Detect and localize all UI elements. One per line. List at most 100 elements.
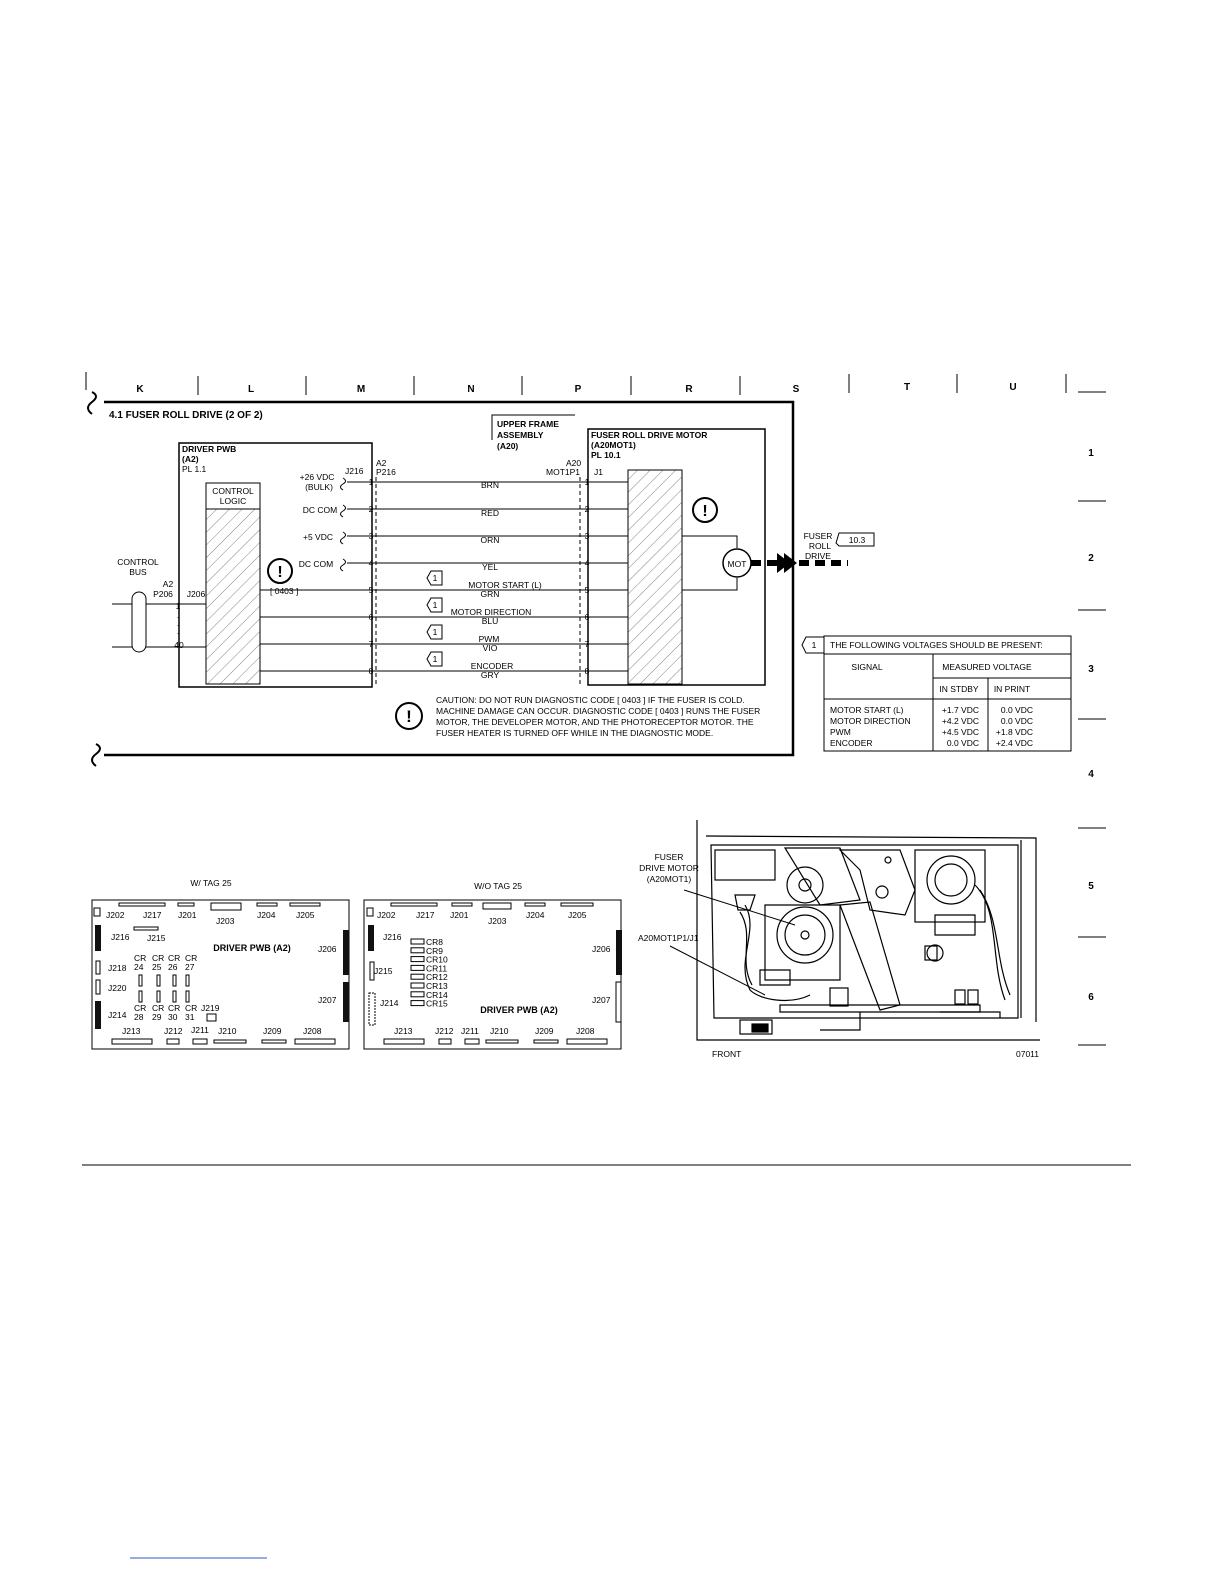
svg-text:+2.4 VDC: +2.4 VDC [996,738,1033,748]
pin-left-3: 3 [369,531,374,541]
caution-note: ! CAUTION: DO NOT RUN DIAGNOSTIC CODE [ … [395,695,760,738]
svg-text:J206: J206 [318,944,337,954]
svg-text:CR: CR [185,1003,197,1013]
svg-text:FUSER: FUSER [804,531,833,541]
svg-text:MOTOR, THE DEVELOPER MOTOR, AN: MOTOR, THE DEVELOPER MOTOR, AND THE PHOT… [436,717,754,727]
svg-text:DRIVER PWB: DRIVER PWB [182,444,236,454]
svg-text:0.0 VDC: 0.0 VDC [1001,716,1033,726]
pin-left-2: 2 [369,504,374,514]
svg-text:0.0 VDC: 0.0 VDC [947,738,979,748]
svg-text:26: 26 [168,962,178,972]
svg-text:MEASURED VOLTAGE: MEASURED VOLTAGE [942,662,1032,672]
svg-text:DRIVE MOTOR: DRIVE MOTOR [639,863,699,873]
grid-col-r: R [685,384,693,395]
svg-text:J204: J204 [257,910,276,920]
svg-text:MOTOR START (L): MOTOR START (L) [468,580,542,590]
svg-text:J214: J214 [380,998,399,1008]
grid-row-3: 3 [1088,664,1094,675]
pin-left-1: 1 [369,477,374,487]
svg-text:(BULK): (BULK) [305,482,333,492]
svg-text:J206: J206 [187,589,206,599]
svg-text:MOT1P1: MOT1P1 [546,467,580,477]
svg-text:29: 29 [152,1012,162,1022]
svg-text:A20MOT1P1/J1: A20MOT1P1/J1 [638,933,699,943]
svg-text:PL 10.1: PL 10.1 [591,450,621,460]
svg-text:CR: CR [168,953,180,963]
grid-row-6: 6 [1088,992,1094,1003]
machine-illustration [696,820,1040,1041]
svg-text:J209: J209 [263,1026,282,1036]
svg-text:A2: A2 [163,579,174,589]
svg-text:THE FOLLOWING VOLTAGES SHOULD: THE FOLLOWING VOLTAGES SHOULD BE PRESENT… [830,640,1043,650]
grid-col-s: S [793,384,800,395]
svg-text:DRIVE: DRIVE [805,551,831,561]
grid-col-k: K [136,384,144,395]
page-title: 4.1 FUSER ROLL DRIVE (2 OF 2) [109,410,263,421]
front-label: FRONT [712,1049,741,1059]
svg-text:·: · [177,620,180,630]
svg-text:FUSER ROLL DRIVE MOTOR: FUSER ROLL DRIVE MOTOR [591,430,707,440]
cr-label: CR13 [426,981,448,991]
grid-col-n: N [467,384,474,395]
break-symbol-top [87,391,97,415]
grid-row-labels: 1 2 3 4 5 6 [1088,448,1094,1003]
figure-id: 07011 [1016,1049,1039,1059]
cr-label: CR9 [426,946,443,956]
svg-text:PWM: PWM [479,634,500,644]
pin-right-5: 5 [585,585,590,595]
cr-label: CR12 [426,972,448,982]
cr-component [410,938,425,945]
svg-text:J216: J216 [383,932,402,942]
svg-text:1: 1 [433,600,438,610]
pin-right-6: 6 [585,612,590,622]
svg-text:!: ! [406,707,412,726]
upper-frame-label: UPPER FRAME ASSEMBLY (A20) [491,414,575,451]
svg-text:·: · [177,628,180,638]
svg-text:30: 30 [168,1012,178,1022]
svg-text:ENCODER: ENCODER [471,661,514,671]
svg-text:40: 40 [174,640,184,650]
svg-text:J207: J207 [318,995,337,1005]
svg-text:J214: J214 [108,1010,127,1020]
svg-text:+1.8 VDC: +1.8 VDC [996,727,1033,737]
connector-labels: J216 A2 P216 A20 MOT1P1 J1 [345,458,603,685]
grid-col-p: P [575,384,582,395]
svg-text:A2: A2 [376,458,387,468]
svg-text:J216: J216 [345,466,364,476]
svg-text:J218: J218 [108,963,127,973]
svg-text:0.0 VDC: 0.0 VDC [1001,705,1033,715]
svg-text:J215: J215 [147,933,166,943]
svg-text:J212: J212 [164,1026,183,1036]
cr-component [410,973,425,980]
svg-text:CR: CR [152,1003,164,1013]
svg-text:MOTOR START (L): MOTOR START (L) [830,705,904,715]
svg-text:DC COM: DC COM [303,505,337,515]
svg-text:CR: CR [152,953,164,963]
svg-text:J205: J205 [296,910,315,920]
svg-text:27: 27 [185,962,195,972]
svg-text:1: 1 [812,640,817,650]
svg-text:J211: J211 [461,1026,479,1036]
svg-text:SIGNAL: SIGNAL [851,662,882,672]
svg-text:J217: J217 [416,910,435,920]
pin-right-4: 4 [585,558,590,568]
svg-text:P206: P206 [153,589,173,599]
cr-component [410,964,425,971]
svg-text:J201: J201 [178,910,197,920]
pin-left-7: 7 [369,639,374,649]
pin-left-5: 5 [369,585,374,595]
svg-text:FUSER: FUSER [655,852,684,862]
svg-text:J208: J208 [303,1026,322,1036]
svg-text:1: 1 [433,573,438,583]
cr-label: CR10 [426,955,448,965]
cr-label: CR8 [426,937,443,947]
svg-text:J210: J210 [218,1026,237,1036]
svg-text:+4.5 VDC: +4.5 VDC [942,727,979,737]
grid-row-1: 1 [1088,448,1094,459]
drive-output: FUSER ROLL DRIVE 10.3 [751,531,875,573]
pin-right-3: 3 [585,531,590,541]
ref-page-tag: 10.3 [849,535,866,545]
svg-text:J212: J212 [435,1026,454,1036]
svg-text:MOTOR DIRECTION: MOTOR DIRECTION [451,607,532,617]
svg-text:(A2): (A2) [182,454,199,464]
